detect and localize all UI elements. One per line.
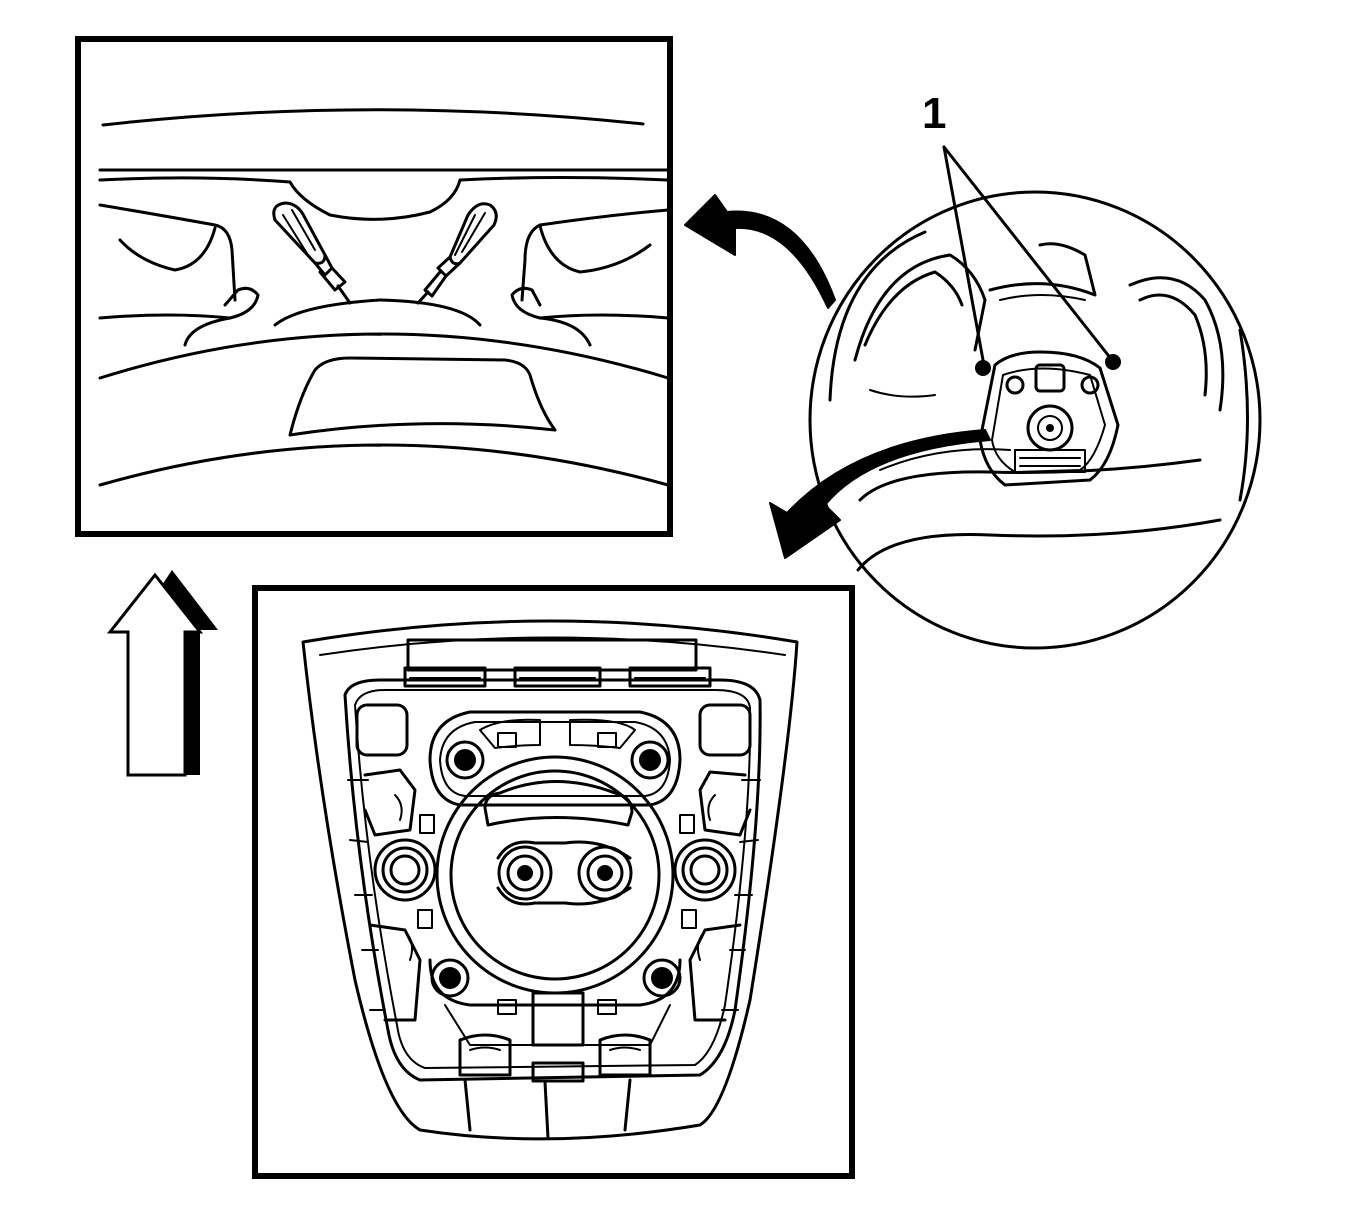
callout-leader-left bbox=[942, 145, 985, 362]
callout-leader-right bbox=[942, 145, 1110, 357]
upper-right-stud-icon bbox=[630, 740, 670, 780]
fastener-left-icon bbox=[975, 360, 991, 376]
left-mount-ring-icon bbox=[373, 838, 437, 902]
airbag-module-panel bbox=[252, 585, 855, 1179]
callout-label-1: 1 bbox=[922, 89, 946, 138]
lower-right-stud-icon bbox=[642, 958, 682, 998]
upper-left-stud-icon bbox=[445, 740, 485, 780]
airbag-module-frame bbox=[252, 585, 855, 1179]
right-mount-ring-icon bbox=[673, 838, 737, 902]
curved-arrow-to-module-icon bbox=[769, 429, 991, 559]
screwdriver-left-icon bbox=[272, 201, 352, 305]
screwdriver-right-icon bbox=[416, 202, 498, 305]
block-arrow-up-icon bbox=[106, 570, 218, 777]
fastener-right-icon bbox=[1105, 354, 1121, 370]
screwdriver-detail-frame bbox=[75, 36, 673, 537]
lower-left-stud-icon bbox=[430, 958, 470, 998]
steering-wheel-rear-view bbox=[808, 145, 1262, 650]
curved-arrow-to-detail-icon bbox=[684, 194, 836, 309]
connector-left-icon bbox=[497, 845, 553, 901]
screwdriver-detail-panel bbox=[75, 36, 673, 537]
